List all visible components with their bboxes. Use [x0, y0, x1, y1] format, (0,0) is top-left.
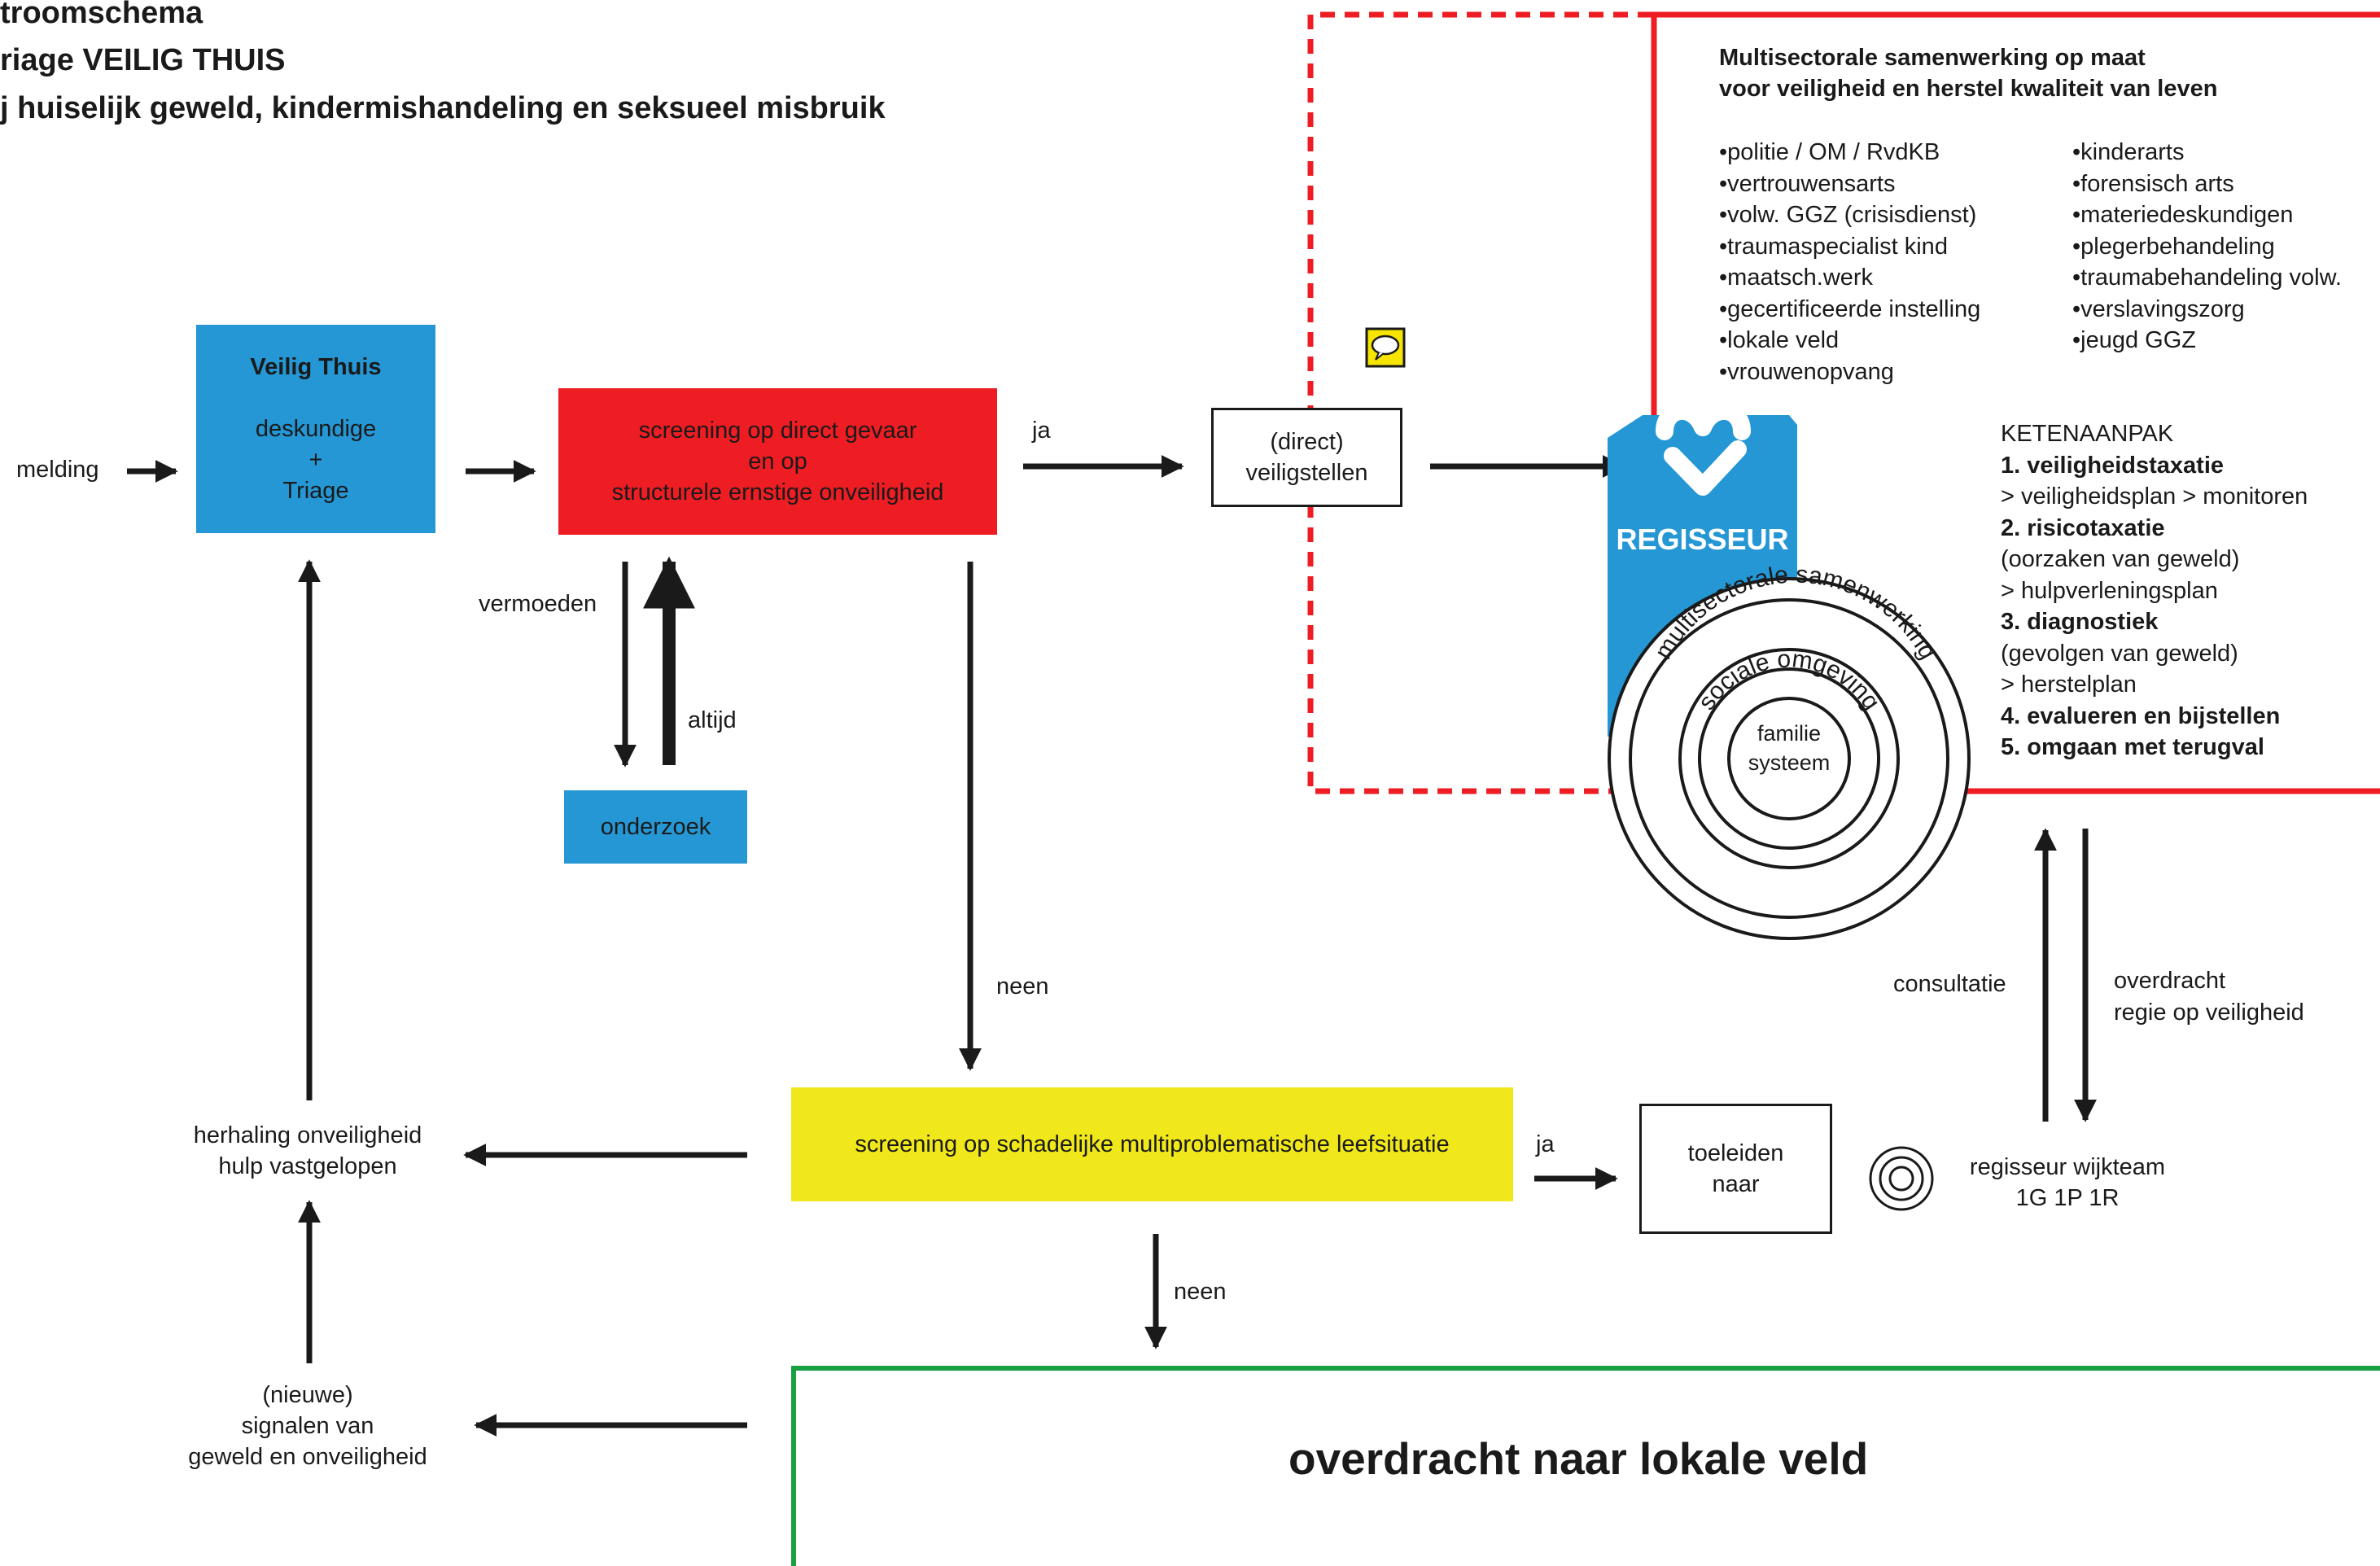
ketenaanpak-block: KETENAANPAK 1. veiligheidstaxatie > veili…: [2001, 418, 2308, 763]
consultatie-label: consultatie: [1893, 971, 2006, 997]
dashed-red-frame: [1307, 11, 1652, 794]
regisseur-wijkteam-line2: 1G 1P 1R: [2015, 1185, 2120, 1211]
ketenaanpak-line: > herstelplan: [2001, 671, 2137, 698]
multisectoral-item: vertrouwensarts: [1719, 168, 1980, 200]
screening-direct-line1: screening op direct gevaar: [638, 418, 917, 444]
veilig-thuis-box[interactable]: Veilig Thuis deskundige + Triage: [196, 325, 435, 533]
screening-multi-box[interactable]: screening op schadelijke multiproblemati…: [791, 1087, 1513, 1201]
multisectoral-item: maatsch.werk: [1719, 262, 1980, 294]
ketenaanpak-line: 4. evalueren en bijstellen: [2001, 702, 2281, 729]
overdracht-regie-label: overdracht regie op veiligheid: [2114, 965, 2304, 1029]
veiligstellen-box[interactable]: (direct) veiligstellen: [1211, 408, 1402, 507]
regisseur-wijkteam-label: regisseur wijkteam 1G 1P 1R: [1945, 1152, 2190, 1214]
altijd-label: altijd: [688, 707, 737, 733]
ketenaanpak-line: 5. omgaan met terugval: [2001, 734, 2264, 760]
familie-line: familie: [1757, 721, 1822, 746]
onderzoek-box[interactable]: onderzoek: [564, 790, 747, 864]
toeleiden-line2: naar: [1712, 1171, 1760, 1197]
herhaling-line1: herhaling onveiligheid: [193, 1122, 422, 1148]
ketenaanpak-line: > veiligheidsplan > monitoren: [2001, 483, 2308, 510]
speech-bubble-icon: [1365, 327, 1406, 368]
veiligstellen-line1: (direct): [1270, 429, 1344, 455]
multisectoral-item: plegerbehandeling: [2072, 231, 2342, 263]
onderzoek-label: onderzoek: [600, 813, 711, 840]
green-frame: [791, 1366, 2380, 1566]
multisectoral-item: traumaspecialist kind: [1719, 231, 1980, 263]
multisectoral-item: kinderarts: [2072, 137, 2342, 168]
ketenaanpak-line: (oorzaken van geweld): [2001, 546, 2240, 572]
multisectoral-item: forensisch arts: [2072, 168, 2342, 200]
multisectoral-item: vrouwenopvang: [1719, 357, 1980, 388]
regisseur-wijkteam-line1: regisseur wijkteam: [1969, 1154, 2166, 1180]
ketenaanpak-line: 2. risicotaxatie: [2001, 514, 2165, 541]
systeem-line: systeem: [1748, 750, 1831, 775]
signalen-label: (nieuwe) signalen van geweld en onveilig…: [145, 1380, 470, 1472]
ketenaanpak-line: > hulpverleningsplan: [2001, 577, 2218, 604]
overdracht-regie-line2: regie op veiligheid: [2114, 1000, 2304, 1026]
title-line-1: troomschema: [0, 0, 203, 30]
screening-direct-box[interactable]: screening op direct gevaar en op structu…: [558, 388, 997, 535]
ketenaanpak-line: (gevolgen van geweld): [2001, 640, 2238, 667]
title-line-3: j huiselijk geweld, kindermishandeling e…: [0, 91, 886, 125]
toeleiden-line1: toeleiden: [1687, 1140, 1784, 1166]
title-line-2: riage VEILIG THUIS: [0, 43, 286, 77]
ja-top-label: ja: [1032, 418, 1051, 444]
screening-multi-label: screening op schadelijke multiproblemati…: [855, 1131, 1450, 1157]
veiligstellen-line2: veiligstellen: [1245, 460, 1368, 486]
ketenaanpak-line: 3. diagnostiek: [2001, 609, 2159, 635]
multisectoral-item: materiedeskundigen: [2072, 199, 2342, 231]
herhaling-line2: hulp vastgelopen: [218, 1153, 397, 1179]
multisectoral-item: verslavingszorg: [2072, 294, 2342, 326]
multisectoral-item: lokale veld: [1719, 325, 1980, 357]
veilig-thuis-line2: +: [308, 447, 323, 473]
multisectoral-item: jeugd GGZ: [2072, 325, 2342, 357]
ketenaanpak-heading: KETENAANPAK: [2001, 421, 2174, 447]
overdracht-lokaal-label: overdracht naar lokale veld: [1288, 1433, 1869, 1484]
concentric-circles-icon: [1869, 1146, 1934, 1211]
multisectoral-heading: Multisectorale samenwerking op maat voor…: [1719, 42, 2217, 104]
overdracht-regie-line1: overdracht: [2114, 968, 2226, 994]
veilig-thuis-line3: Triage: [282, 478, 349, 504]
ketenaanpak-line: 1. veiligheidstaxatie: [2001, 452, 2225, 479]
herhaling-label: herhaling onveiligheid hulp vastgelopen: [145, 1120, 470, 1182]
toeleiden-box[interactable]: toeleiden naar: [1639, 1104, 1832, 1234]
neen-bottom-label: neen: [1174, 1279, 1227, 1305]
screening-direct-line3: structurele ernstige onveiligheid: [611, 479, 944, 505]
multisectoral-list-col1: politie / OM / RvdKBvertrouwensartsvolw.…: [1719, 137, 1980, 387]
signalen-line3: geweld en onveiligheid: [188, 1444, 427, 1470]
vermoeden-label: vermoeden: [479, 591, 597, 617]
screening-direct-line2: en op: [748, 448, 807, 475]
veilig-thuis-title: Veilig Thuis: [250, 354, 382, 380]
veilig-thuis-line1: deskundige: [255, 416, 377, 442]
signalen-line2: signalen van: [241, 1413, 374, 1439]
neen-mid-label: neen: [996, 973, 1049, 1000]
multisectoral-item: volw. GGZ (crisisdienst): [1719, 199, 1980, 231]
familie-systeem-label: familie systeem: [1729, 719, 1849, 777]
solid-red-frame: [1651, 11, 2380, 794]
multisectoral-heading-1: Multisectorale samenwerking op maat: [1719, 45, 2146, 71]
multisectoral-list-col2: kinderartsforensisch artsmateriedeskundi…: [2072, 137, 2342, 357]
ja-bottom-label: ja: [1536, 1131, 1555, 1157]
regisseur-badge-label: REGISSEUR: [1616, 523, 1789, 556]
multisectoral-item: gecertificeerde instelling: [1719, 294, 1980, 326]
multisectoral-heading-2: voor veiligheid en herstel kwaliteit van…: [1719, 76, 2218, 102]
signalen-line1: (nieuwe): [262, 1382, 353, 1408]
melding-label: melding: [16, 457, 99, 483]
multisectoral-item: politie / OM / RvdKB: [1719, 137, 1980, 168]
multisectoral-item: traumabehandeling volw.: [2072, 262, 2342, 294]
